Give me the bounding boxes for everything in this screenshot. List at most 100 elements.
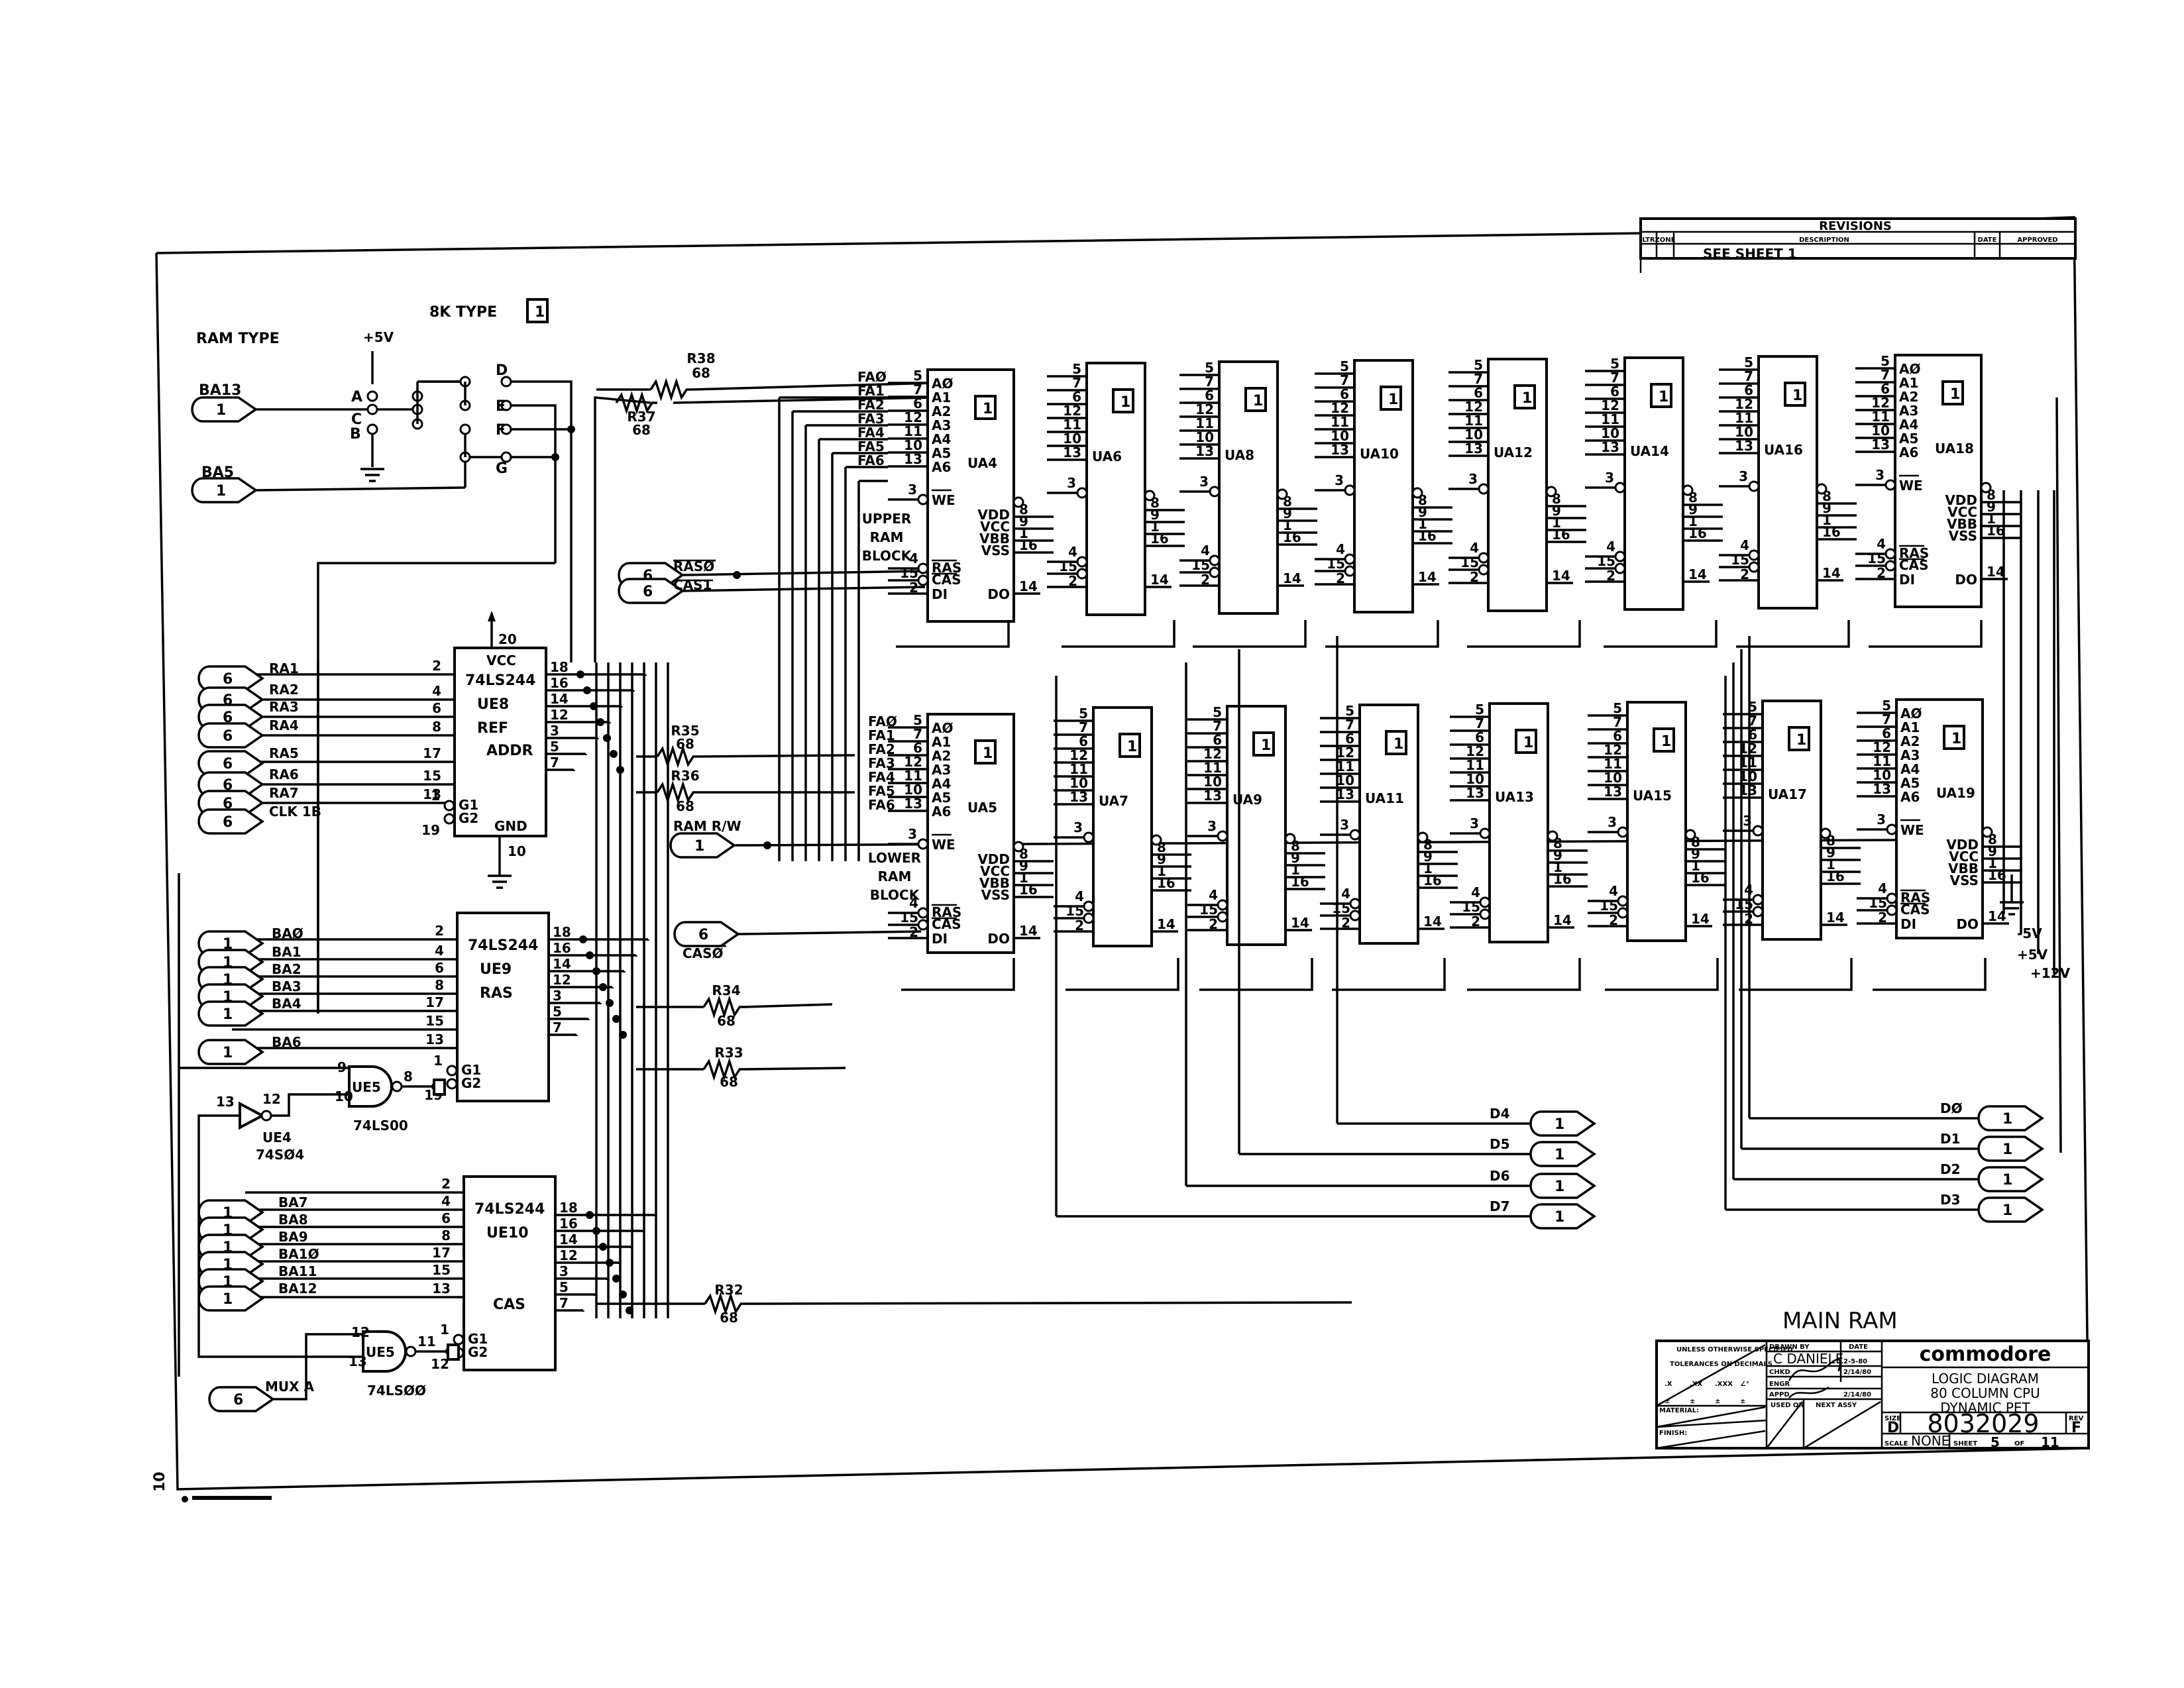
chip-type-value: 1: [1792, 388, 1802, 404]
connector-clk-1b[interactable]: 6: [197, 808, 265, 835]
connector-d7[interactable]: 1: [1529, 1203, 1597, 1230]
connector-d5[interactable]: 1: [1529, 1141, 1597, 1167]
ras-pin: 4: [1341, 886, 1350, 902]
tolerance-col: .XX: [1690, 1381, 1703, 1388]
connector-sheet-number: 6: [643, 584, 653, 600]
address-pin-10: 10: [1735, 424, 1753, 440]
power-pin-1: 1: [1826, 857, 1835, 872]
connector-ra4[interactable]: 6: [197, 722, 265, 749]
connector-d6[interactable]: 1: [1529, 1173, 1597, 1199]
address-pin-12: 12: [1464, 399, 1483, 415]
address-pin-10: 10: [1604, 770, 1622, 786]
address-pin-13: 13: [1604, 784, 1622, 800]
power-pin-1: 1: [1019, 870, 1028, 886]
connector-mux-a[interactable]: 6: [208, 1386, 276, 1412]
address-pin-10: 10: [1464, 427, 1483, 443]
ram-chip-reference: UA12: [1494, 445, 1533, 460]
connector-cas1[interactable]: 6: [618, 578, 685, 604]
output-pin-7: 7: [550, 755, 559, 770]
power-pin-1: 1: [1283, 517, 1292, 533]
connector-ba6[interactable]: 1: [197, 1039, 265, 1065]
input-pin-2: 2: [441, 1176, 451, 1192]
connector-sheet-number: 6: [223, 710, 233, 726]
bus-junction: [586, 951, 594, 959]
power-pin-16: 16: [1691, 870, 1710, 886]
do-return: [901, 958, 1015, 991]
address-pin-label: A1: [932, 390, 951, 405]
gate-part-number: 74LSØØ: [367, 1383, 426, 1398]
buffer-reference: UE9: [480, 961, 512, 978]
ram-type-label: RAM TYPE: [196, 331, 280, 347]
connector-ba13[interactable]: 1: [191, 396, 258, 423]
connector-ba12[interactable]: 1: [197, 1285, 265, 1312]
chip-type-box: 1: [1112, 388, 1134, 413]
g2-label: G2: [468, 1344, 488, 1360]
connector-cas0[interactable]: 6: [673, 921, 741, 947]
connector-d1[interactable]: 1: [1977, 1135, 2045, 1162]
connector-d3[interactable]: 1: [1977, 1196, 2045, 1223]
chip-type-box: 1: [1385, 730, 1407, 755]
resistor-value: 68: [676, 798, 694, 814]
wire: [682, 586, 926, 592]
connector-d4[interactable]: 1: [1529, 1110, 1597, 1137]
address-pin-10: 10: [904, 782, 922, 798]
power-pin-label: VDD: [977, 507, 1010, 523]
address-pin-13: 13: [1203, 788, 1222, 804]
power-pin-16: 16: [1688, 525, 1707, 541]
output-pin-14: 14: [550, 691, 569, 707]
jumper-terminal: [366, 403, 378, 415]
connector-outline: [197, 1039, 265, 1065]
address-pin-label: A4: [1900, 761, 1920, 777]
address-pin-13: 13: [904, 796, 922, 812]
address-pin-11: 11: [1336, 759, 1354, 774]
do-pin: 14: [1826, 910, 1845, 925]
upper-addr-1: FA1: [857, 383, 885, 399]
do-return: [1873, 958, 1987, 991]
size-label: SIZE: [1884, 1415, 1901, 1422]
ras-pin: 4: [1470, 540, 1479, 556]
jumper-a-label: A: [351, 389, 362, 405]
address-pin-5: 5: [1345, 703, 1354, 719]
do-pin: 14: [1822, 565, 1841, 581]
connector-d2[interactable]: 1: [1977, 1166, 2045, 1192]
we-pin: 3: [908, 482, 917, 498]
rev-value: F: [2071, 1420, 2081, 1436]
connector-sheet-number: 6: [223, 728, 233, 745]
we-pin: 3: [1739, 468, 1748, 484]
revisions-column-ltr: LTR: [1642, 237, 1655, 244]
inversion-bubble: [1076, 556, 1088, 568]
power-pin-9: 9: [1157, 851, 1166, 867]
inversion-bubble: [260, 1110, 272, 1122]
g1-pin: 1: [440, 1322, 449, 1338]
address-pin-12: 12: [1871, 395, 1890, 411]
connector-dø[interactable]: 1: [1977, 1105, 2045, 1132]
power-pin-9: 9: [1019, 513, 1028, 529]
do-pin: 14: [1552, 568, 1570, 584]
connector-ba4[interactable]: 1: [197, 1000, 265, 1027]
address-pin-7: 7: [913, 382, 922, 397]
resistor-reference: R36: [671, 768, 699, 784]
lower-block-label: LOWER: [868, 850, 921, 866]
wire: [197, 1114, 363, 1358]
tolerance-diagonal: [1656, 1344, 1766, 1407]
address-pin-12: 12: [1331, 400, 1349, 416]
ram-chip-body: [1894, 354, 1983, 608]
inversion-bubble: [1012, 496, 1024, 508]
connector-ba5[interactable]: 1: [191, 477, 258, 503]
connector-ram-rw[interactable]: 1: [669, 832, 737, 859]
input-pin-8: 8: [441, 1228, 451, 1243]
lower-block-label: RAM: [878, 869, 912, 884]
next-assy-diagonal: [1803, 1400, 1881, 1450]
address-pin-10: 10: [1873, 767, 1891, 783]
appd-date: 2/14/80: [1843, 1391, 1871, 1398]
address-pin-5: 5: [1610, 356, 1619, 372]
chip-type-box: 1: [1943, 725, 1965, 750]
address-pin-10: 10: [1331, 428, 1349, 444]
address-pin-7: 7: [1475, 715, 1484, 731]
address-pin-label: A4: [932, 431, 951, 447]
address-pin-7: 7: [1881, 367, 1890, 383]
tolerance-header: UNLESS OTHERWISE SPECIFIED: [1676, 1346, 1793, 1353]
